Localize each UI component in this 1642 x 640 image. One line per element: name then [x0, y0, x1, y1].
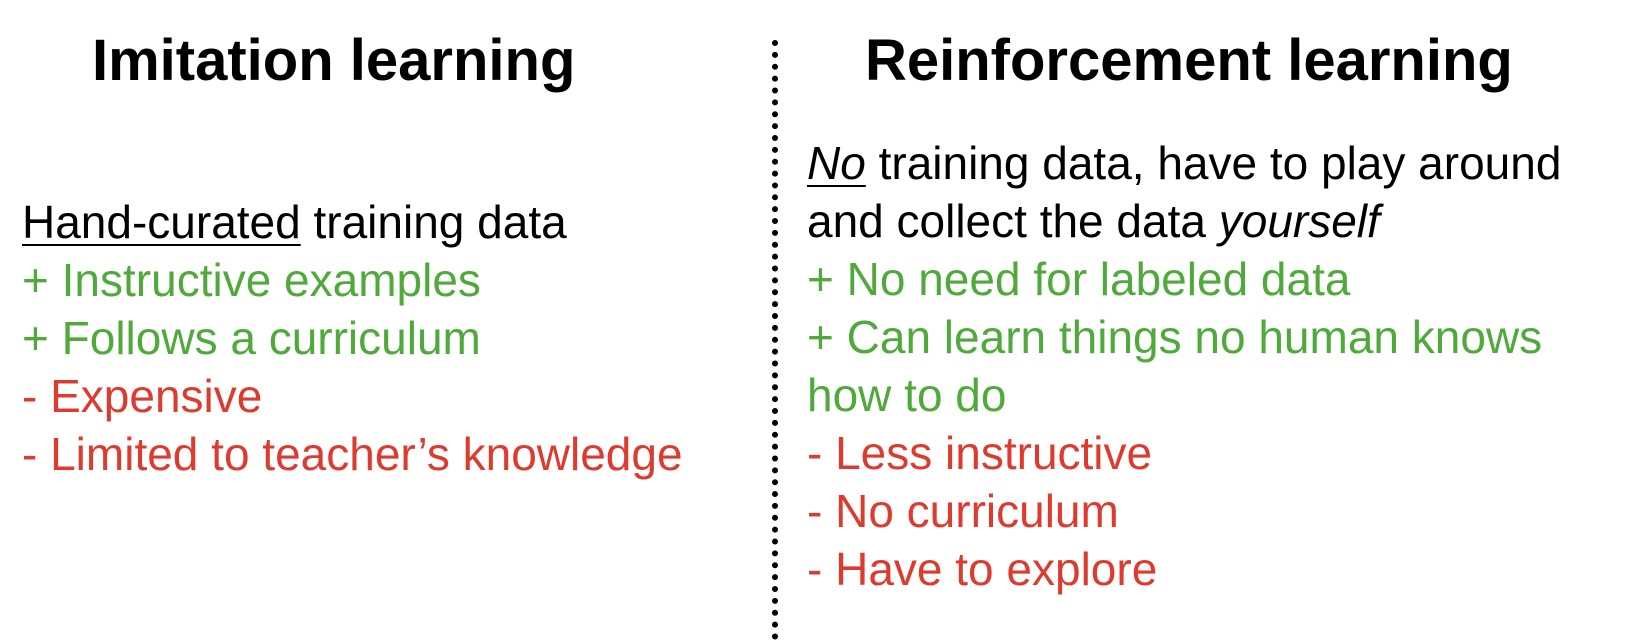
reinforcement-learning-title: Reinforcement learning [865, 28, 1513, 93]
hand-curated-text: Hand-curated [22, 196, 301, 248]
imitation-learning-title: Imitation learning [92, 28, 576, 93]
reinforcement-intro-line-2: and collect the data yourself [807, 192, 1561, 250]
reinforcement-learning-list: No training data, have to play around an… [807, 134, 1561, 598]
pro-item: + Follows a curriculum [22, 312, 481, 364]
con-item: - No curriculum [807, 485, 1119, 537]
reinforcement-intro-line-1: No training data, have to play around [807, 134, 1561, 192]
no-emphasis-text: No [807, 137, 866, 189]
yourself-emphasis-text: yourself [1218, 195, 1380, 247]
intro-line-1-text: training data, have to play around [865, 137, 1562, 189]
imitation-intro-line: Hand-curated training data [22, 193, 683, 251]
pro-item: + No need for labeled data [807, 253, 1351, 305]
con-item: - Have to explore [807, 543, 1158, 595]
pro-item: + Instructive examples [22, 254, 481, 306]
imitation-learning-list: Hand-curated training data + Instructive… [22, 193, 683, 483]
con-item: - Expensive [22, 370, 263, 422]
pro-item-continuation: how to do [807, 369, 1007, 421]
pro-item: + Can learn things no human knows [807, 311, 1543, 363]
intro-line-2-text: and collect the data [807, 195, 1219, 247]
training-data-text: training data [300, 196, 567, 248]
con-item: - Limited to teacher’s knowledge [22, 428, 683, 480]
dotted-divider [772, 40, 778, 640]
con-item: - Less instructive [807, 427, 1153, 479]
